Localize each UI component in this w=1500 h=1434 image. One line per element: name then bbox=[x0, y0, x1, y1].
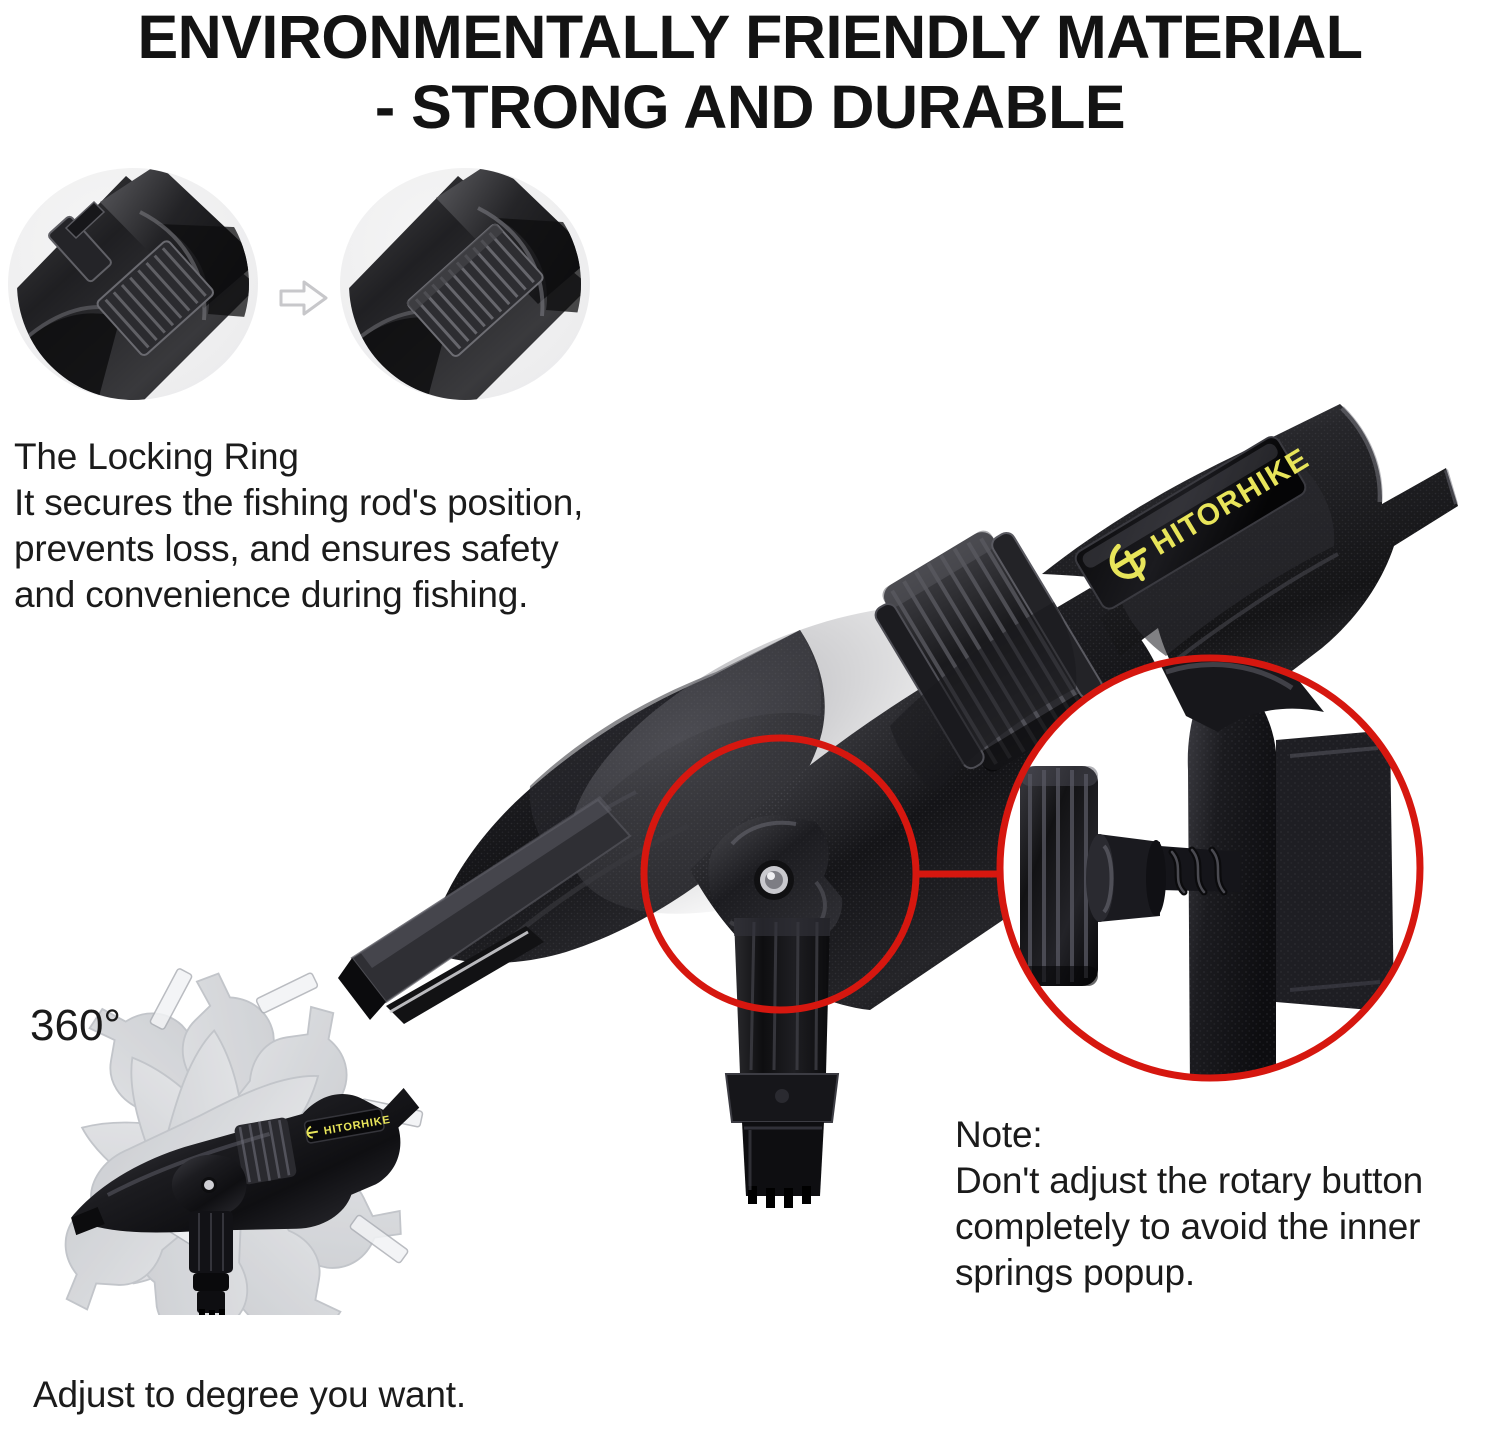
page-title: ENVIRONMENTALLY FRIENDLY MATERIAL - STRO… bbox=[0, 2, 1500, 142]
page-title-line-1: ENVIRONMENTALLY FRIENDLY MATERIAL bbox=[137, 3, 1363, 71]
product-hero-image: HITORHIKE bbox=[330, 330, 1460, 1210]
locking-ring-description: The Locking Ring It secures the fishing … bbox=[14, 436, 584, 615]
rotation-degrees-label: 360° bbox=[30, 1001, 122, 1050]
callout-zoom-circle bbox=[996, 654, 1424, 1082]
locking-ring-unlocked-illustration bbox=[17, 168, 249, 400]
page-title-line-2: - STRONG AND DURABLE bbox=[374, 73, 1126, 141]
locking-ring-before-image bbox=[8, 168, 258, 400]
locking-ring-locked-illustration bbox=[349, 168, 581, 400]
rotation-caption: Adjust to degree you want. bbox=[33, 1374, 466, 1415]
callout-source-circle bbox=[640, 734, 920, 1014]
callout-overlay bbox=[600, 620, 1500, 1120]
rotation-fan-illustration: HITORHIKE bbox=[60, 955, 530, 1315]
note-description: Note: Don't adjust the rotary button com… bbox=[955, 1114, 1423, 1293]
locking-ring-after-image bbox=[340, 168, 590, 400]
arrow-right-icon bbox=[278, 278, 330, 318]
